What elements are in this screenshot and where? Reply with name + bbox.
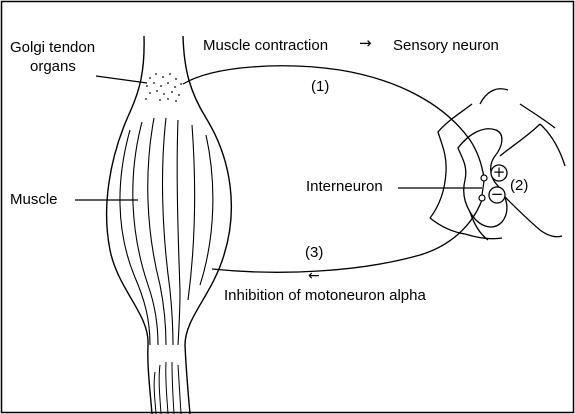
golgi-label-line2: organs [30, 58, 76, 75]
interneuron-link [482, 181, 484, 195]
right-arrow-icon: → [359, 35, 372, 52]
inhibition-label: Inhibition of motoneuron alpha [224, 287, 426, 304]
left-arrow-icon: ← [308, 268, 320, 284]
golgi-leader-line [96, 76, 147, 83]
motor-neuron-pathway [212, 200, 482, 272]
muscle-fibers [120, 118, 213, 345]
muscle-label: Muscle [10, 191, 58, 208]
plus-icon: + [491, 165, 507, 180]
synapse-upper [481, 175, 487, 181]
step-1-label: (1) [311, 78, 329, 95]
step-3-label: (3) [305, 244, 323, 261]
golgi-dots [145, 73, 182, 102]
synapse-lower [479, 195, 485, 201]
golgi-label-line1: Golgi tendon [10, 39, 95, 56]
muscle-contraction-label: Muscle contraction [203, 37, 328, 54]
minus-icon: − [489, 187, 505, 202]
interneuron-label: Interneuron [306, 178, 383, 195]
sensory-neuron-pathway [183, 66, 484, 178]
tendon-fibers [154, 362, 181, 414]
step-2-label: (2) [510, 177, 528, 194]
sensory-neuron-label: Sensory neuron [393, 37, 499, 54]
muscle-outline [107, 36, 232, 414]
